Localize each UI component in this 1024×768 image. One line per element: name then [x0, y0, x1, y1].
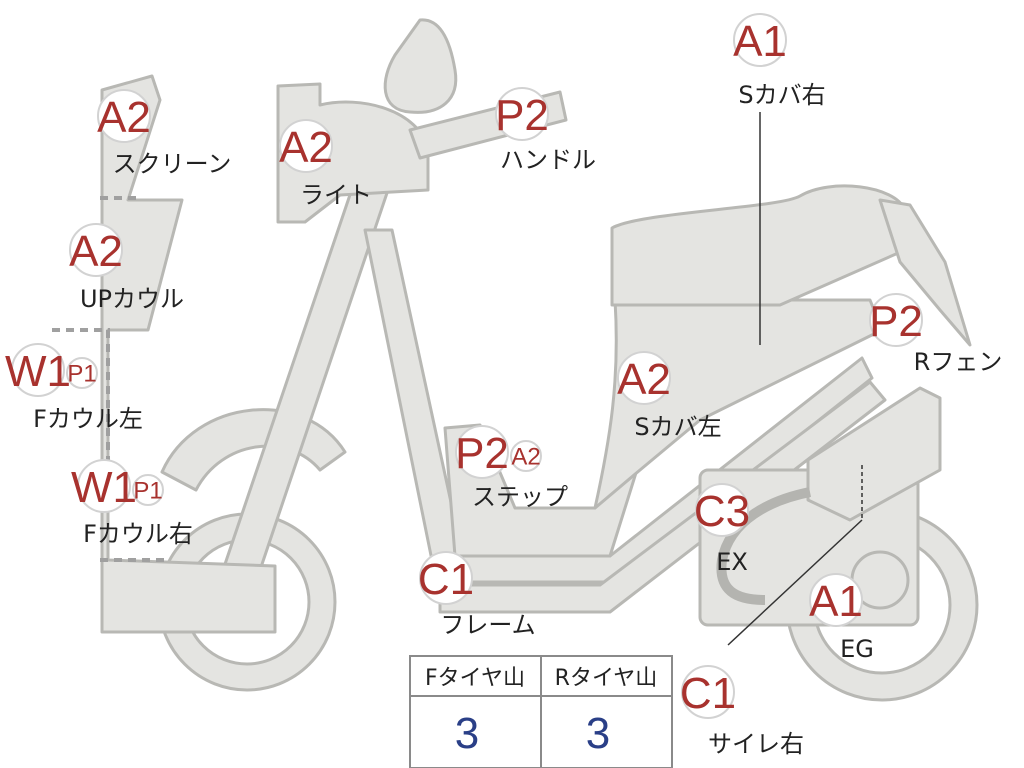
grade-badge-circle — [279, 119, 333, 173]
grade-badge: P2 — [495, 91, 549, 140]
grade-badge: A2 — [617, 355, 671, 404]
grade-badge: A2 — [69, 227, 123, 276]
front-tire-header: Fタイヤ山 — [425, 666, 525, 691]
annotation-muffler-right: C1 サイレ右 — [680, 665, 804, 758]
grade-badge-circle — [733, 13, 787, 67]
part-label: EG — [840, 635, 874, 663]
grade-badge-circle — [419, 551, 473, 605]
part-label: ハンドル — [500, 146, 596, 174]
grade-badge: C1 — [680, 669, 736, 718]
rear-tail — [878, 198, 972, 347]
annotation-screen: A2 スクリーン — [97, 89, 232, 178]
grade-badge: C3 — [694, 487, 750, 536]
grade-badge-circle — [681, 665, 735, 719]
rear-tire-value: 3 — [586, 709, 610, 758]
seat — [610, 184, 907, 307]
part-label: Rフェン — [914, 348, 1003, 376]
lower-frame — [438, 380, 887, 614]
part-label: スクリーン — [113, 150, 232, 178]
grade-badge-circle — [617, 351, 671, 405]
grade-badge: A1 — [733, 17, 787, 66]
grade-badge-circle — [69, 223, 123, 277]
part-label: Sカバ右 — [738, 81, 825, 109]
grade-badge: A2 — [97, 93, 151, 142]
annotation-light: A2 ライト — [279, 119, 372, 209]
part-label: ステップ — [472, 483, 568, 511]
rear-tire-header: Rタイヤ山 — [555, 666, 658, 691]
grade-badge: A2 — [279, 123, 333, 172]
front-fork — [220, 178, 390, 587]
side-cover — [593, 298, 884, 510]
part-label: フレーム — [440, 611, 535, 639]
grade-badge: C1 — [418, 555, 474, 604]
grade-badge-circle — [77, 459, 131, 513]
grade-badge: W1 — [71, 463, 137, 512]
grade-badge-circle — [869, 293, 923, 347]
annotation-frame: C1 フレーム — [418, 551, 536, 639]
grade-badge: P2 — [455, 429, 509, 478]
cowl-section-dividers — [52, 196, 170, 562]
grade-badge-circle — [495, 87, 549, 141]
part-label: UPカウル — [80, 285, 184, 313]
grade-badge: A1 — [809, 577, 863, 626]
muffler — [806, 386, 942, 522]
grade-badge-circle — [455, 425, 509, 479]
grade-badge-circle — [97, 89, 151, 143]
leader-lines — [727, 112, 863, 646]
grade-badge: W1 — [5, 347, 71, 396]
front-cowl — [100, 74, 277, 634]
part-label: Fカウル右 — [83, 520, 193, 548]
grade-badge-circle — [809, 573, 863, 627]
headlight-housing — [276, 82, 430, 224]
sub-grade-badge-circle — [132, 474, 164, 506]
sub-grade-badge-circle — [66, 357, 98, 389]
sub-grade-badge: P1 — [67, 361, 96, 388]
part-label: Sカバ左 — [634, 413, 721, 441]
sub-grade-badge: P1 — [133, 478, 162, 505]
grade-badge-circle — [695, 483, 749, 537]
sub-grade-badge: A2 — [511, 444, 540, 471]
mirror — [383, 18, 458, 114]
sub-grade-badge-circle — [510, 440, 542, 472]
part-label: ライト — [300, 181, 372, 209]
annotation-handle: P2 ハンドル — [495, 87, 596, 174]
part-label: Fカウル左 — [33, 405, 143, 433]
grade-badge: P2 — [869, 297, 923, 346]
grade-badge-circle — [11, 343, 65, 397]
part-label: EX — [716, 548, 748, 576]
front-tire-value: 3 — [455, 709, 479, 758]
part-label: サイレ右 — [708, 730, 804, 758]
tire-tread-table: Fタイヤ山 Rタイヤ山 3 3 — [409, 655, 673, 768]
exhaust-pipe — [716, 487, 811, 605]
